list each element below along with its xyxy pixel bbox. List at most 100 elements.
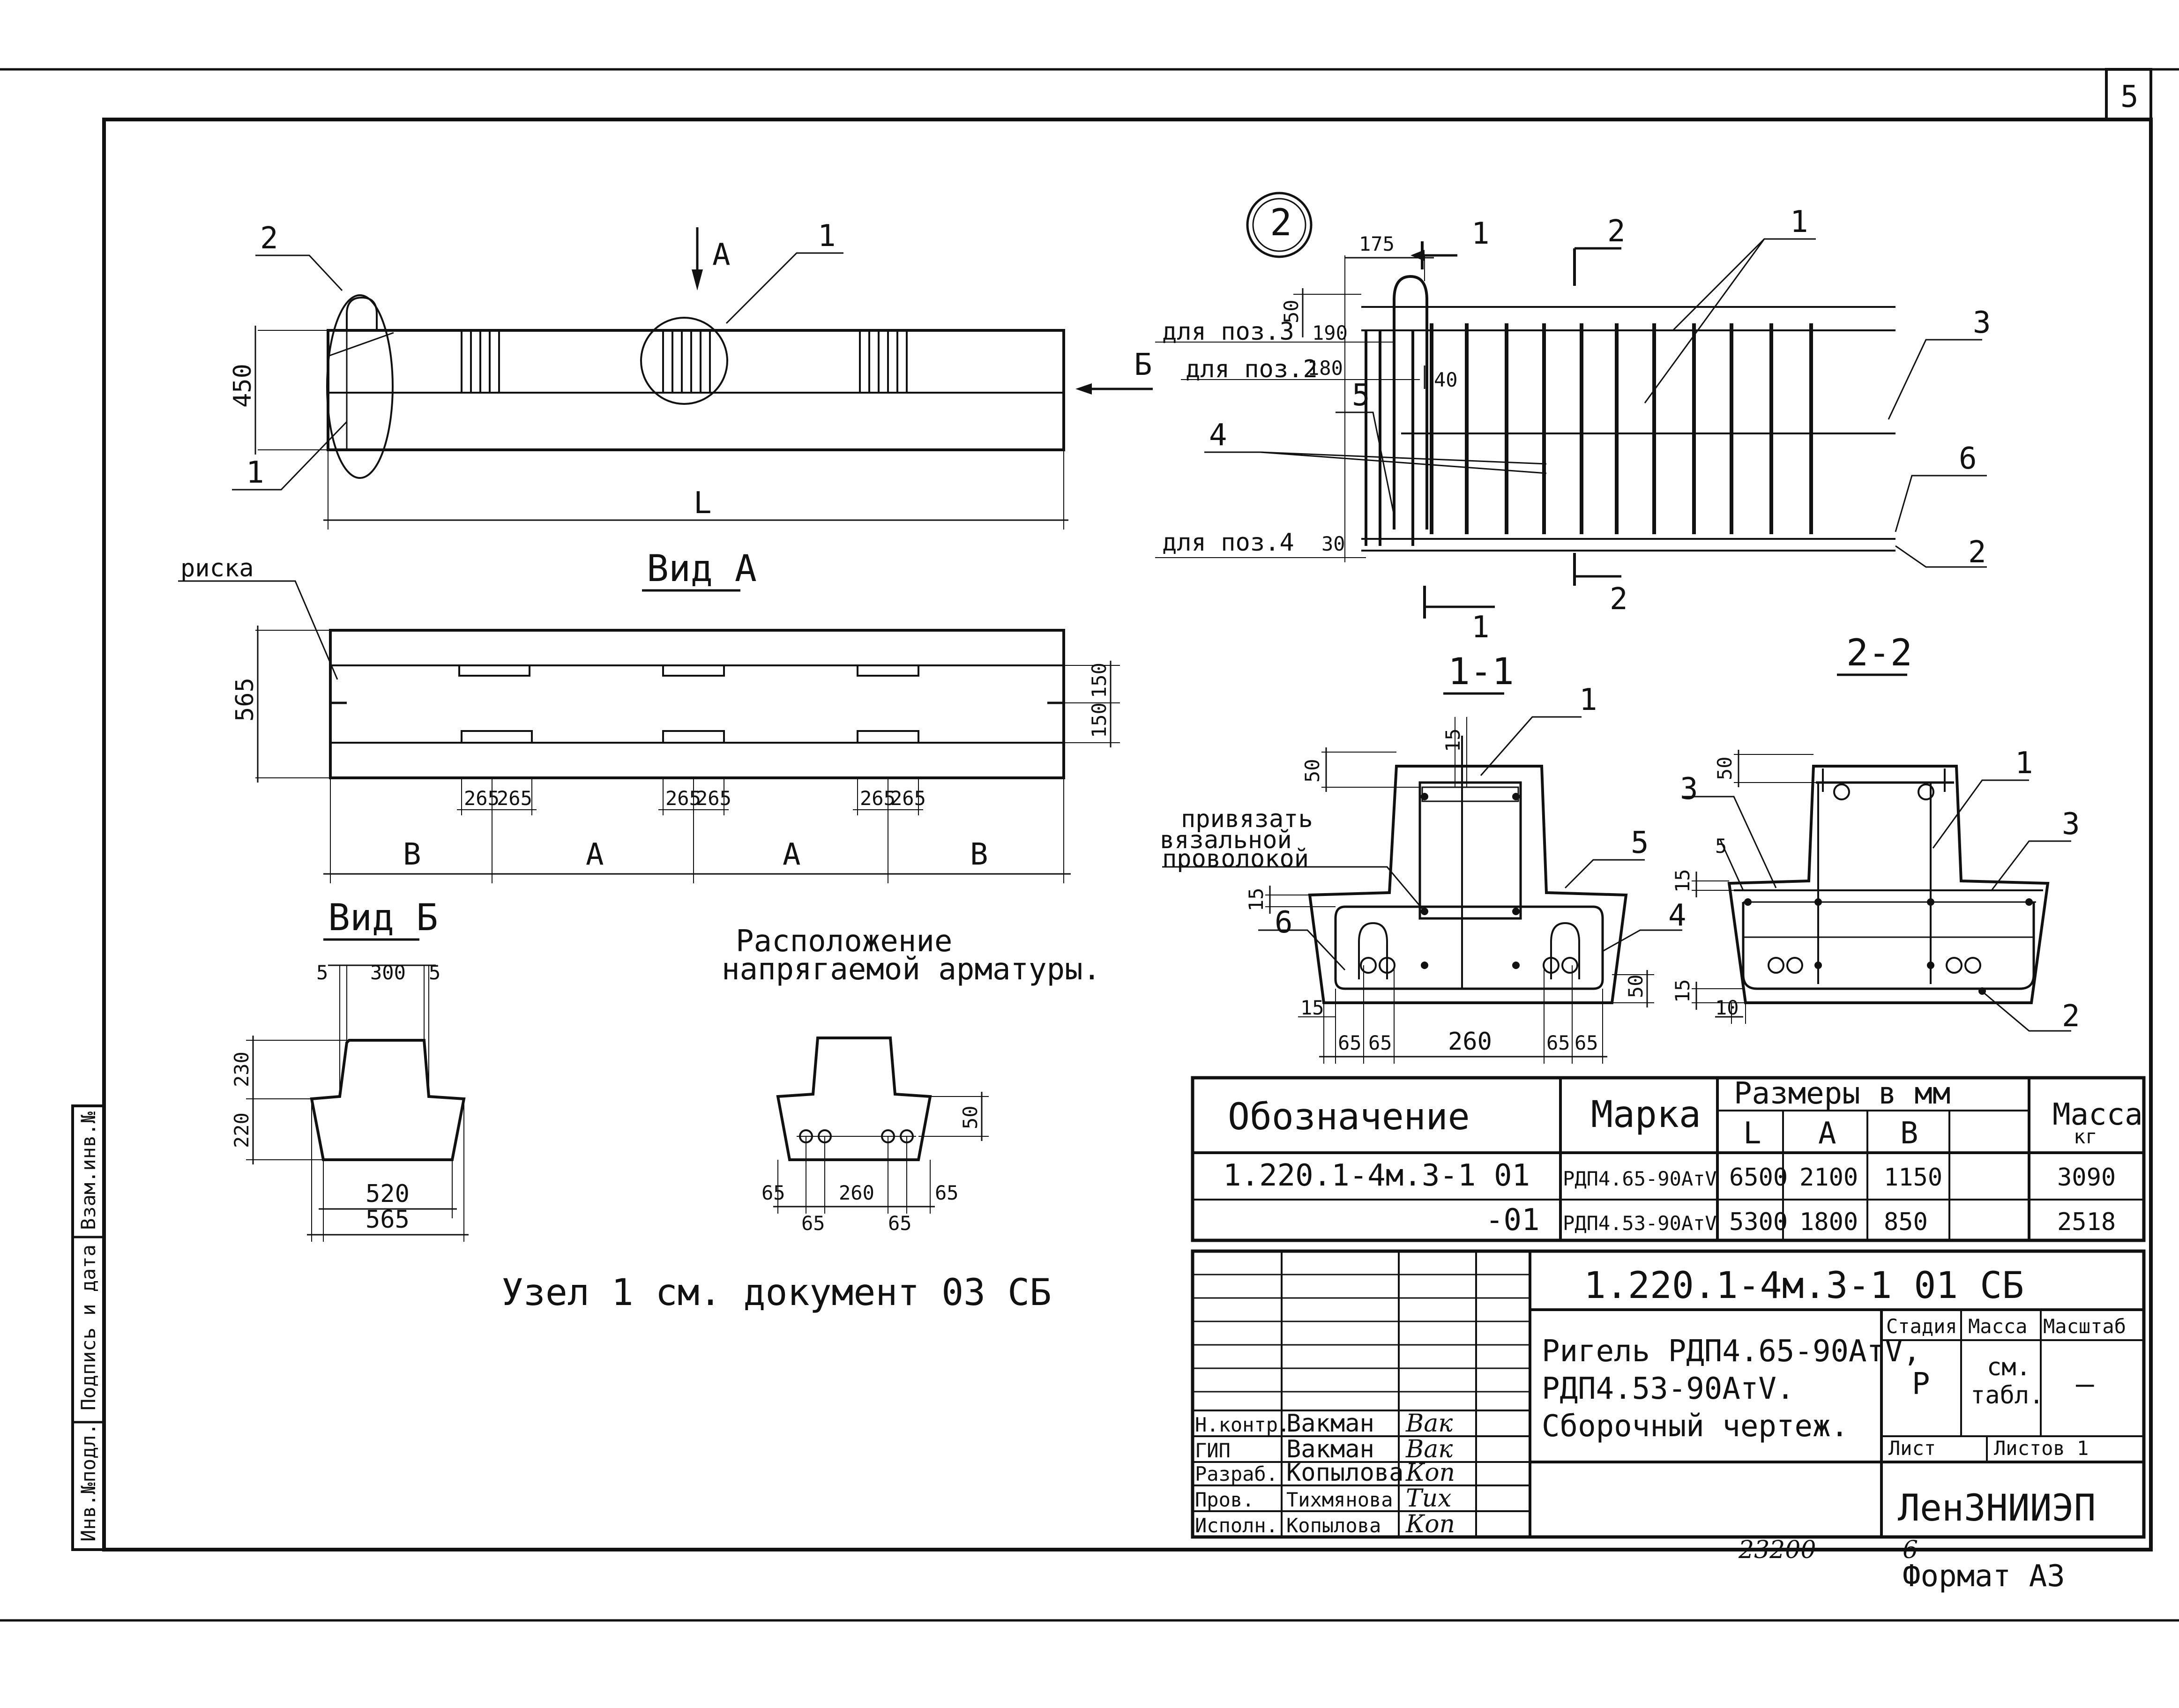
view-b-title: Вид Б (328, 897, 438, 939)
label-A-arrow: A (712, 238, 731, 272)
row1-oboz: 1.220.1-4м.3-1 01 (1223, 1158, 1530, 1193)
name-4: Копылова (1286, 1514, 1381, 1537)
tb-masshtab: — (2076, 1367, 2094, 1402)
dim-B-left: В (403, 837, 421, 872)
dim-265-4: 265 (696, 787, 731, 810)
callout-1-front-left: 1 (246, 455, 264, 490)
tie-3: проволокой (1162, 845, 1309, 873)
tb-stadiya-h: Стадия (1886, 1315, 1957, 1338)
row2-marka: РДП4.53-90АтV (1563, 1212, 1717, 1235)
footer-six: 6 (1903, 1536, 1918, 1564)
prestress-section (773, 1037, 989, 1214)
n2-callout-5: 5 (1352, 378, 1370, 413)
dim-65-ps-r: 65 (935, 1181, 959, 1204)
sheet-number: 5 (2120, 80, 2139, 114)
dim-180: 180 (1307, 357, 1343, 380)
n2-callout-6: 6 (1959, 441, 1977, 476)
s22-dim-15-b: 15 (1671, 979, 1694, 1003)
dim-265-1: 265 (464, 787, 500, 810)
dim-565-vb: 565 (366, 1206, 410, 1234)
tie-2: вязальной (1160, 826, 1292, 854)
dim-5-l: 5 (316, 961, 328, 984)
row1-marka: РДП4.65-90АтV (1563, 1167, 1717, 1190)
s11-dim-15-top: 15 (1441, 728, 1464, 752)
dim-65-ps-l2: 65 (801, 1212, 825, 1235)
s11-dim-50-r: 50 (1624, 974, 1647, 998)
role-1: ГИП (1195, 1439, 1231, 1462)
dim-A-1: A (586, 837, 604, 872)
row1-A: 2100 (1799, 1164, 1858, 1192)
dim-150-a: 150 (1088, 663, 1111, 698)
s22-dim-5: 5 (1715, 835, 1727, 858)
sign-2: Коп (1405, 1459, 1455, 1487)
s11-dim-65-3: 65 (1546, 1031, 1570, 1054)
prestress-line1: Расположение (736, 924, 952, 959)
dim-450: 450 (229, 364, 257, 408)
th-B: В (1900, 1116, 1918, 1151)
stamp-inv: Инв.№подл. (77, 1423, 100, 1542)
dim-190: 190 (1312, 321, 1348, 344)
dim-260-ps: 260 (839, 1181, 874, 1204)
row2-A: 1800 (1799, 1208, 1858, 1236)
callout-1-front: 1 (818, 219, 836, 254)
circle-2-label: 2 (1270, 202, 1292, 244)
sec-2-top: 2 (1607, 214, 1626, 249)
dim-220: 220 (230, 1112, 253, 1148)
dim-175: 175 (1359, 232, 1395, 255)
label-B-arrow: Б (1134, 348, 1152, 382)
th-massa: Масса (2052, 1097, 2143, 1132)
s11-callout-6: 6 (1275, 905, 1293, 940)
spec-table (1191, 1076, 2146, 1242)
dim-265-3: 265 (665, 787, 701, 810)
dim-40: 40 (1434, 368, 1458, 391)
s11-callout-1: 1 (1579, 683, 1597, 717)
node-2-detail (1155, 192, 1987, 619)
name-0: Вакман (1286, 1410, 1374, 1438)
section-2-2 (1682, 750, 2071, 1032)
tb-massa-h: Масса (1968, 1315, 2027, 1338)
tb-name-2: РДП4.53-90АтV. (1542, 1372, 1794, 1406)
dim-30: 30 (1321, 532, 1345, 555)
name-1: Вакман (1286, 1435, 1374, 1463)
th-marka: Марка (1591, 1094, 1701, 1136)
sec-2-bot: 2 (1610, 582, 1628, 617)
sheet-frame (0, 68, 2179, 1622)
role-2: Разраб. (1195, 1462, 1278, 1485)
tb-stadiya: Р (1912, 1367, 1930, 1402)
dim-230: 230 (230, 1052, 253, 1087)
s11-dim-260: 260 (1448, 1028, 1492, 1056)
row1-massa: 3090 (2057, 1164, 2116, 1192)
prestress-line2: напрягаемой арматуры. (722, 952, 1101, 987)
row2-oboz: -01 (1485, 1203, 1540, 1238)
dim-565-va: 565 (231, 678, 259, 722)
dim-265-2: 265 (497, 787, 532, 810)
tb-org: ЛенЗНИИЭП (1898, 1487, 2096, 1529)
s22-callout-2: 2 (2062, 999, 2080, 1034)
dim-65-ps-l: 65 (761, 1181, 785, 1204)
footer-format: Формат А3 (1903, 1559, 2065, 1594)
footer-num: 23200 (1738, 1536, 1816, 1564)
row2-massa: 2518 (2057, 1208, 2116, 1236)
node-note: Узел 1 см. документ 03 СБ (501, 1272, 1052, 1314)
dim-B-right: В (970, 837, 988, 872)
dim-520: 520 (366, 1180, 410, 1208)
s11-dim-50: 50 (1301, 759, 1324, 783)
s22-dim-15-a: 15 (1671, 869, 1694, 893)
row2-L: 5300 (1729, 1208, 1788, 1236)
dim-300: 300 (370, 961, 406, 984)
beam-front-view (232, 227, 1153, 530)
s11-dim-15-b: 15 (1300, 996, 1324, 1019)
view-a (178, 580, 1120, 883)
role-0: Н.контр. (1195, 1413, 1290, 1436)
for-pos-4: для поз.4 (1162, 529, 1294, 557)
s22-dim-50: 50 (1713, 756, 1736, 780)
callout-2-front: 2 (260, 221, 278, 256)
tb-massa-1: см. (1987, 1353, 2031, 1381)
s22-callout-3-left: 3 (1680, 772, 1698, 806)
dim-150-b: 150 (1088, 702, 1111, 738)
tb-masshtab-h: Масштаб (2043, 1315, 2126, 1338)
s11-dim-65-4: 65 (1575, 1031, 1598, 1054)
s11-dim-65-2: 65 (1368, 1031, 1392, 1054)
sec-1-bot: 1 (1471, 610, 1490, 645)
